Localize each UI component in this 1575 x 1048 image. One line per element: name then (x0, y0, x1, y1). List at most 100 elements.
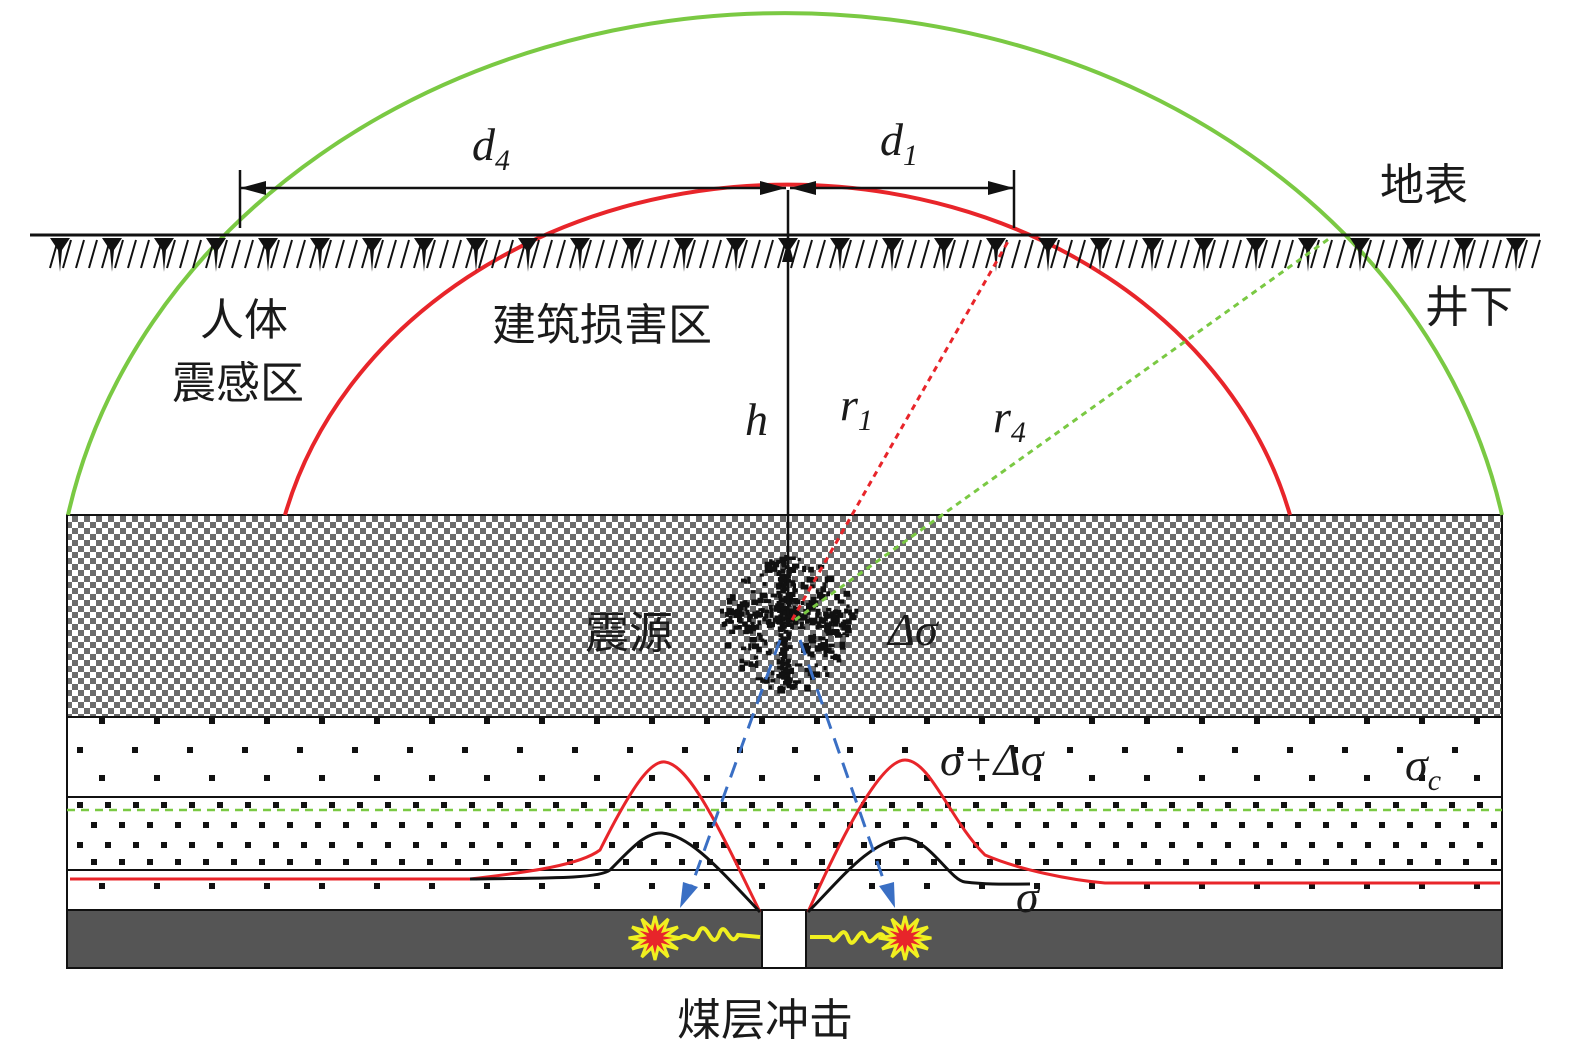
source-speck (782, 650, 788, 655)
dot (847, 747, 853, 753)
dot (1421, 802, 1427, 808)
root-spike (622, 238, 642, 272)
source-speck (723, 621, 728, 627)
dot (264, 775, 270, 781)
dot (749, 842, 755, 848)
source-speck (757, 597, 764, 604)
source-speck (802, 647, 811, 654)
dot (651, 859, 657, 865)
hatch-line (244, 239, 254, 269)
source-speck (825, 672, 830, 678)
dot (287, 859, 293, 865)
dot (259, 822, 265, 828)
root-spike (154, 238, 174, 272)
hatch-line (348, 239, 358, 269)
source-speck (841, 624, 849, 631)
hatch-line (1271, 239, 1281, 269)
dot (957, 747, 963, 753)
dot (987, 859, 993, 865)
source-speck (748, 643, 752, 651)
source-speck (816, 621, 821, 627)
dot (1295, 822, 1301, 828)
source-speck (806, 576, 814, 583)
hatch-line (790, 239, 800, 269)
dot (175, 859, 181, 865)
dot (889, 802, 895, 808)
dot (511, 822, 517, 828)
source-speck (764, 613, 769, 619)
source-speck (755, 610, 760, 616)
dot (1463, 859, 1469, 865)
dot (287, 822, 293, 828)
source-speck (810, 596, 817, 603)
source-speck (780, 657, 786, 661)
source-speck (829, 650, 835, 654)
dot (979, 718, 985, 724)
source-speck (745, 602, 750, 608)
dot (869, 883, 875, 889)
dot (704, 718, 710, 724)
source-speck (748, 661, 754, 665)
hatch-line (1219, 239, 1229, 269)
dot (147, 822, 153, 828)
source-speck (781, 585, 787, 590)
source-speck (790, 623, 794, 630)
dot (594, 718, 600, 724)
dot (1435, 822, 1441, 828)
source-speck (844, 608, 849, 614)
dot (132, 747, 138, 753)
hatch-line (296, 239, 306, 269)
hatch-line (868, 239, 878, 269)
dot (245, 802, 251, 808)
hatch-line (1167, 239, 1177, 269)
root-spike (882, 238, 902, 272)
dot (1034, 883, 1040, 889)
source-speck (801, 613, 806, 619)
dot (1364, 883, 1370, 889)
source-speck (763, 639, 768, 646)
burst-icons (628, 915, 932, 961)
dot (1435, 859, 1441, 865)
hatch-line (855, 239, 865, 269)
source-speck (835, 617, 840, 623)
source-speck (800, 581, 805, 586)
source-speck (771, 560, 775, 566)
dot (1089, 883, 1095, 889)
label-delta-sigma: Δσ (886, 604, 940, 655)
source-speck (826, 575, 835, 583)
dot (413, 802, 419, 808)
source-speck (754, 613, 758, 619)
source-speck (806, 602, 814, 610)
dot (203, 859, 209, 865)
source-speck (731, 609, 736, 615)
source-speck (776, 658, 780, 665)
hatch-line (946, 239, 956, 269)
source-speck (807, 651, 815, 657)
source-speck (800, 584, 809, 590)
source-speck (770, 678, 776, 683)
source-speck (784, 615, 789, 621)
dot (259, 859, 265, 865)
dot (1474, 718, 1480, 724)
label-coal-burst: 煤层冲击 (677, 995, 853, 1046)
dot (1199, 883, 1205, 889)
source-speck (750, 590, 756, 594)
hatch-line (426, 239, 436, 269)
hatch-line (400, 239, 410, 269)
dot (1419, 718, 1425, 724)
source-speck (755, 677, 764, 681)
source-speck (751, 599, 759, 606)
source-speck (764, 609, 770, 614)
dot (1183, 822, 1189, 828)
d4-arrow-right (760, 181, 786, 195)
hatch-line (1206, 239, 1216, 269)
source-speck (776, 572, 782, 576)
dot (679, 859, 685, 865)
source-speck (744, 579, 748, 584)
source-speck (776, 674, 782, 678)
source-speck (770, 670, 775, 676)
dot (1141, 842, 1147, 848)
root-spike (102, 238, 122, 272)
dot (427, 859, 433, 865)
dot (483, 859, 489, 865)
